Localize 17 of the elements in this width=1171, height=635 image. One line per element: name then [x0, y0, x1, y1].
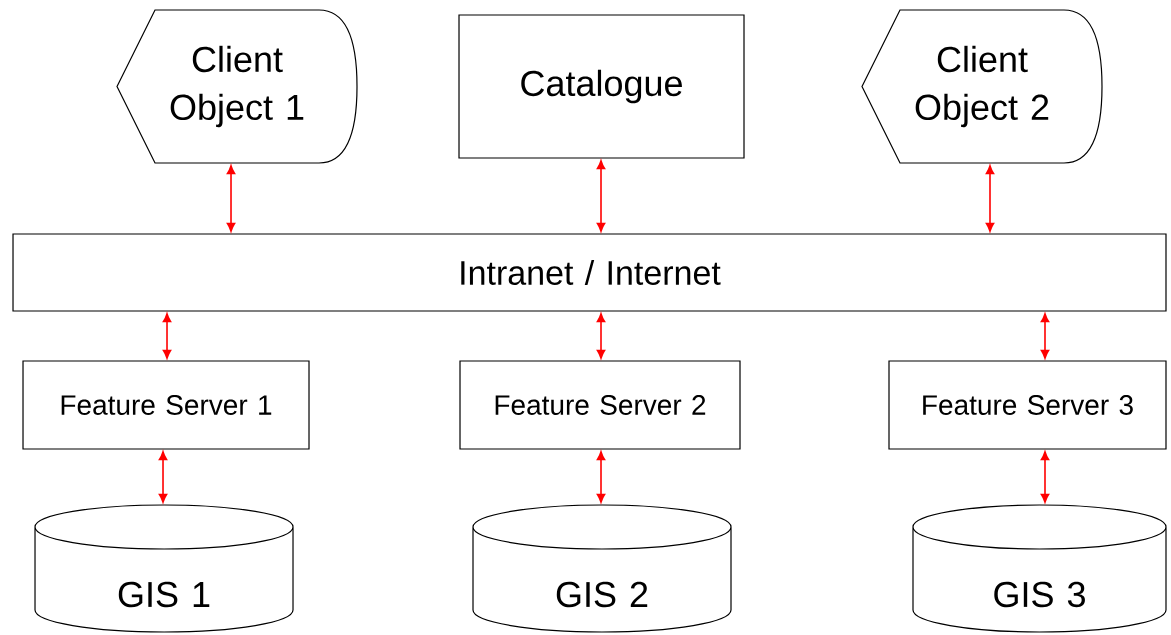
arrow: [162, 313, 172, 359]
arrow: [1040, 313, 1050, 359]
arrow: [158, 451, 168, 503]
database-cylinder: GIS 1: [34, 504, 294, 633]
arrow: [596, 313, 606, 359]
arrow: [596, 451, 606, 503]
arrow: [226, 165, 236, 232]
process-box: Intranet / Internet: [12, 233, 1167, 312]
database-cylinder: GIS 2: [472, 504, 732, 633]
database-cylinder: GIS 3: [912, 504, 1167, 633]
process-box: Feature Server 3: [888, 360, 1167, 450]
process-box: Feature Server 2: [459, 360, 741, 450]
arrow: [596, 160, 606, 232]
arrow: [985, 165, 995, 232]
process-box: Catalogue: [458, 14, 745, 159]
arrow: [1040, 451, 1050, 503]
process-box: Feature Server 1: [22, 360, 310, 450]
